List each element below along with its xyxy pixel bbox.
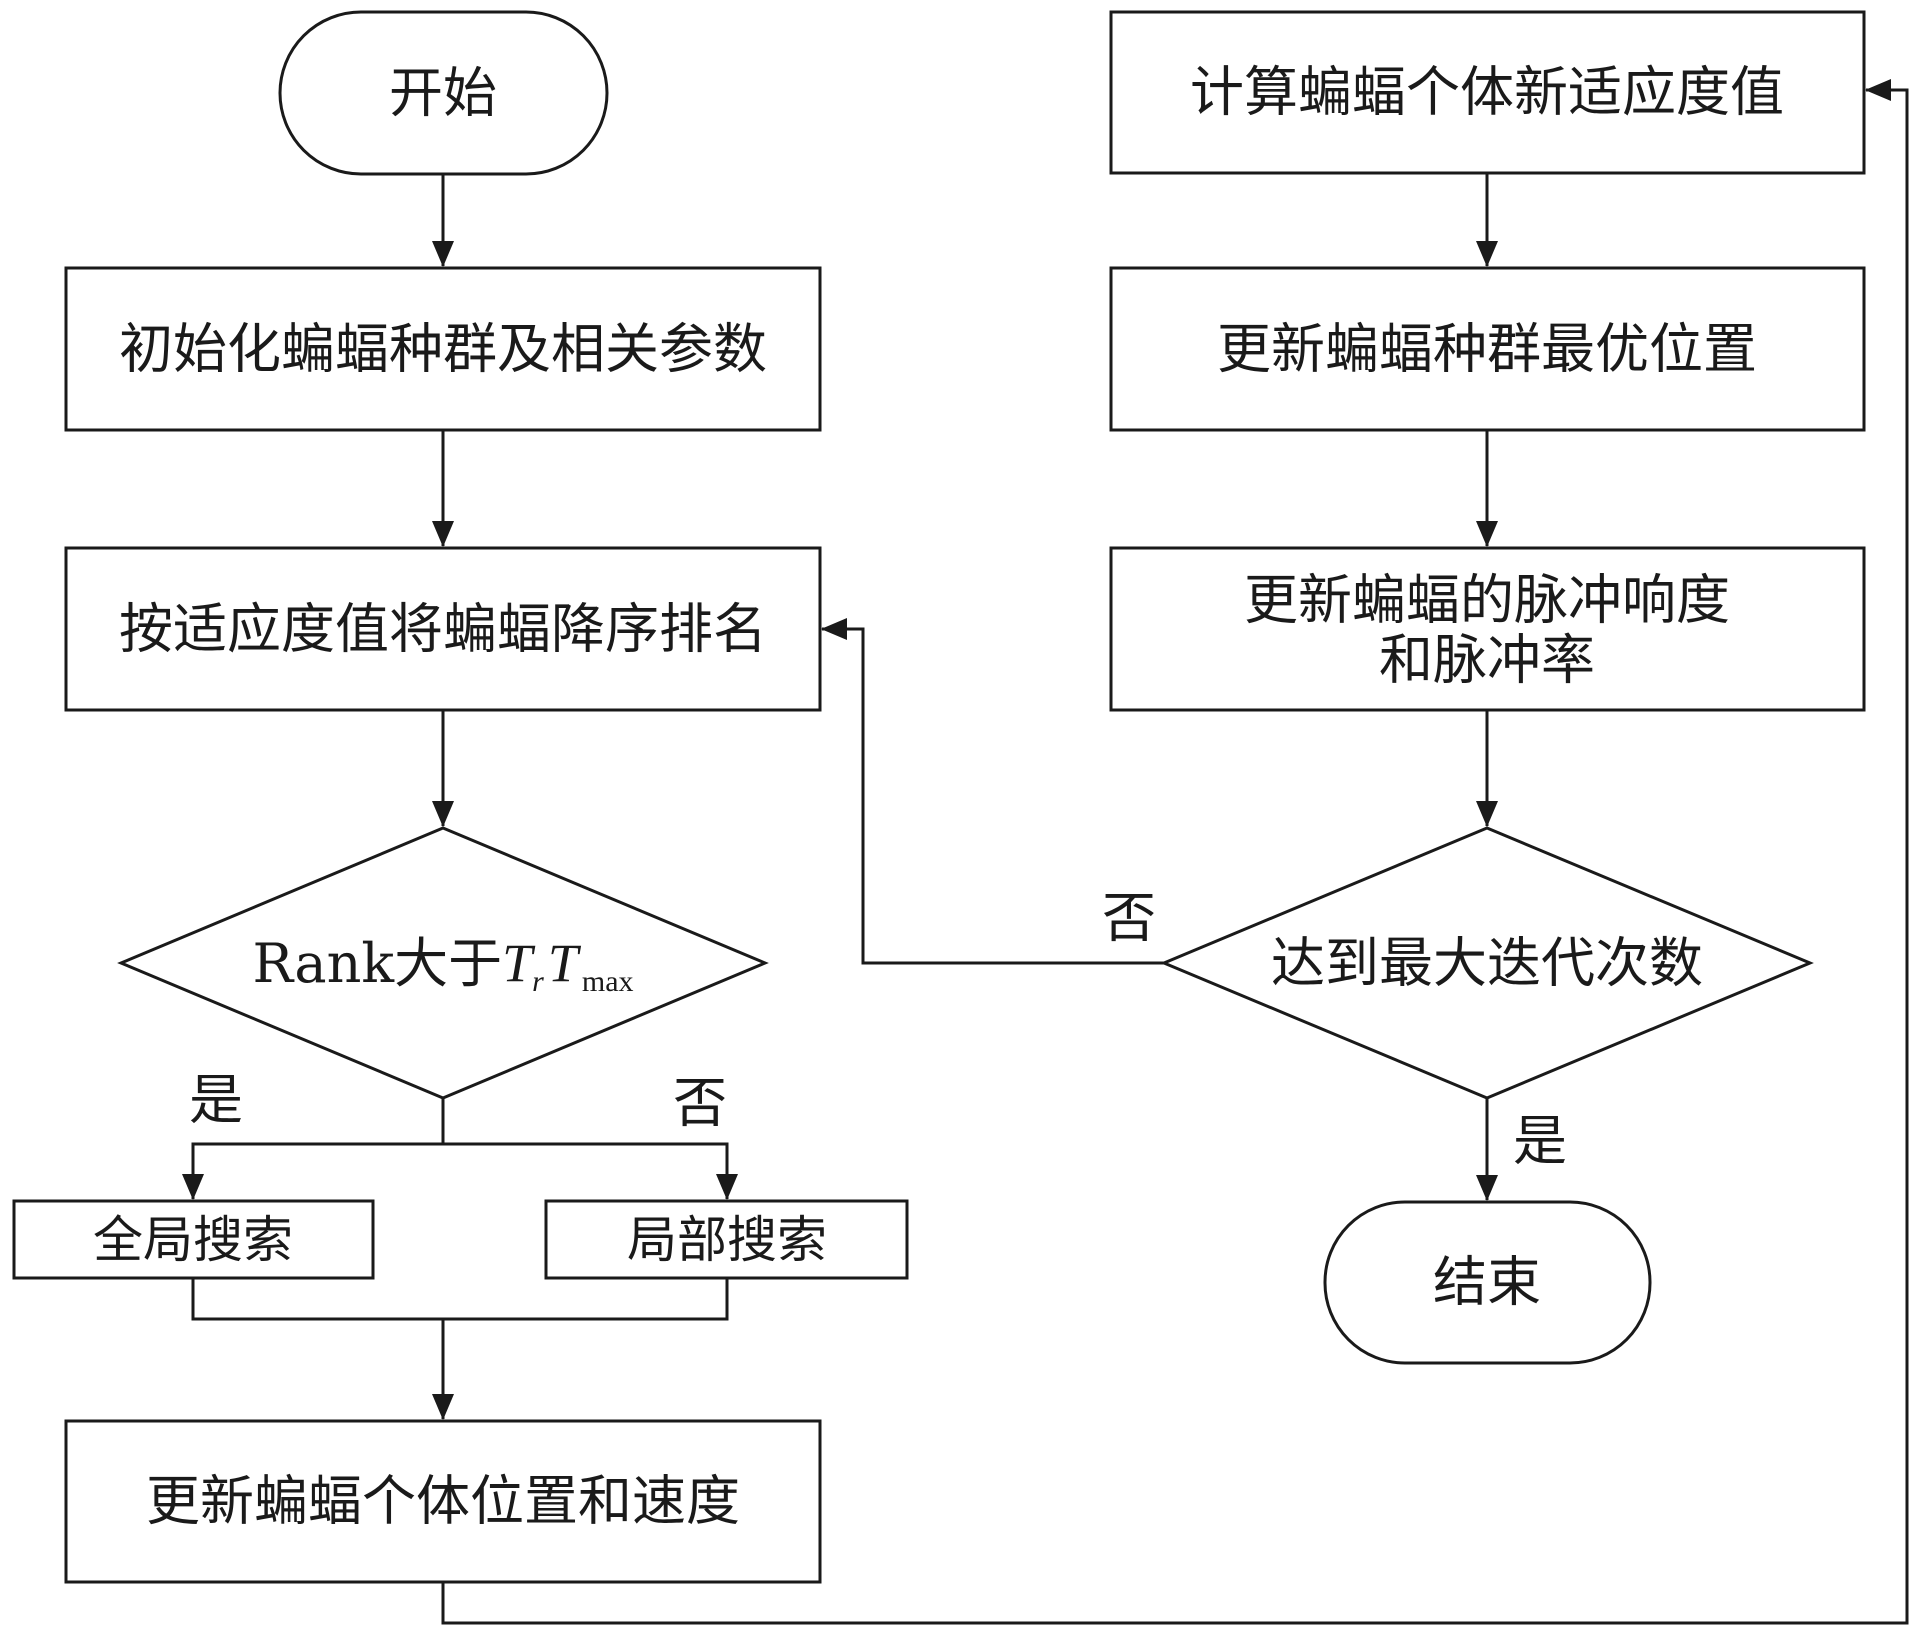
update-pos-vel-label: 更新蝙蝠个体位置和速度 <box>146 1470 740 1533</box>
rank-yes-label: 是 <box>189 1069 243 1132</box>
init-label: 初始化蝙蝠种群及相关参数 <box>119 318 767 381</box>
update-pos-vel-node: 更新蝙蝠个体位置和速度 <box>64 1419 822 1584</box>
update-pulse-label-line2: 和脉冲率 <box>1379 629 1595 692</box>
rank-no-label: 否 <box>673 1072 727 1135</box>
max-iter-label: 达到最大迭代次数 <box>1271 932 1703 995</box>
iter-no-label: 否 <box>1102 887 1156 950</box>
local-search-node: 局部搜索 <box>544 1199 909 1280</box>
init-node: 初始化蝙蝠种群及相关参数 <box>64 266 822 432</box>
merge-line <box>191 1278 729 1321</box>
update-best-node: 更新蝙蝠种群最优位置 <box>1109 266 1866 432</box>
arrow-iter-no-to-sort <box>821 618 1164 965</box>
calc-fitness-label: 计算蝙蝠个体新适应度值 <box>1190 61 1784 124</box>
global-search-label: 全局搜索 <box>93 1211 293 1269</box>
calc-fitness-node: 计算蝙蝠个体新适应度值 <box>1109 10 1866 175</box>
start-node: 开始 <box>278 10 609 176</box>
end-node: 结束 <box>1323 1200 1652 1365</box>
iter-yes-label: 是 <box>1513 1110 1567 1173</box>
update-pulse-node: 更新蝙蝠的脉冲响度 和脉冲率 <box>1109 546 1866 712</box>
update-pulse-label-line1: 更新蝙蝠的脉冲响度 <box>1244 569 1730 632</box>
arrow-rank-no-to-local <box>443 1142 738 1200</box>
local-search-label: 局部搜索 <box>627 1211 827 1269</box>
start-label: 开始 <box>389 62 497 125</box>
arrow-rank-yes-to-global <box>182 1142 443 1200</box>
global-search-node: 全局搜索 <box>12 1199 375 1280</box>
arrow-update-to-calc-fitness <box>441 79 1909 1625</box>
sort-label: 按适应度值将蝙蝠降序排名 <box>119 598 767 661</box>
update-best-label: 更新蝙蝠种群最优位置 <box>1217 318 1757 381</box>
sort-node: 按适应度值将蝙蝠降序排名 <box>64 546 822 712</box>
max-iter-decision-node: 达到最大迭代次数 <box>1160 826 1814 1100</box>
end-label: 结束 <box>1433 1251 1541 1314</box>
